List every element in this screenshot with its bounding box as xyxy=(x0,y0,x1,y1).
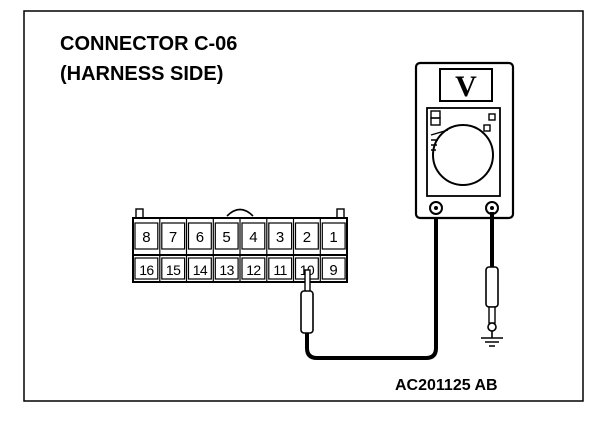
pin-number-label: 1 xyxy=(329,229,337,246)
pin-cell-bottom xyxy=(321,257,346,280)
connector-tab-right xyxy=(336,208,345,219)
pin-cell-bottom xyxy=(268,257,293,280)
ground-probe-tip xyxy=(488,306,496,324)
meter-switch-icon xyxy=(430,117,441,126)
pin-cell-top xyxy=(134,222,159,250)
ground-symbol-icon xyxy=(481,337,503,347)
positive-test-lead xyxy=(305,212,438,360)
pin-cell-bottom xyxy=(214,257,239,280)
range-selector-dial xyxy=(432,124,494,186)
pin-cell-top xyxy=(161,222,186,250)
pin-cell-top xyxy=(214,222,239,250)
pin-cell-bottom xyxy=(187,257,212,280)
pin-number-label: 14 xyxy=(193,262,208,278)
pin-number-label: 13 xyxy=(219,262,234,278)
pin-number-label: 15 xyxy=(166,262,181,278)
pin-cell-top xyxy=(294,222,319,250)
back-probe xyxy=(300,212,438,360)
pin-number-label: 2 xyxy=(303,229,311,246)
voltmeter: V xyxy=(414,61,515,220)
pin-number-label: 16 xyxy=(139,262,154,278)
pin-cell-bottom xyxy=(241,257,266,280)
pin-cell-bottom xyxy=(134,257,159,280)
range-markings xyxy=(430,129,449,151)
ground-clip xyxy=(487,322,497,332)
meter-indicator-icon xyxy=(483,124,491,132)
ground-probe xyxy=(481,212,503,347)
probe-handle xyxy=(300,290,314,334)
connector-latch xyxy=(226,208,254,217)
volt-jack-center xyxy=(490,206,494,210)
pin-number-label: 4 xyxy=(249,229,257,246)
ground-probe-handle xyxy=(485,266,499,308)
pin-number-label: 12 xyxy=(246,262,261,278)
pin-cell-top xyxy=(241,222,266,250)
com-jack-center xyxy=(434,206,438,210)
meter-display xyxy=(439,68,493,102)
figure-code: AC201125 AB xyxy=(395,377,498,394)
pin-cell-top xyxy=(187,222,212,250)
pin-number-label: 8 xyxy=(142,229,150,246)
meter-display-reading: V xyxy=(455,70,477,103)
pin-number-label: 3 xyxy=(276,229,284,246)
connector-c06: 87654321161514131211109 xyxy=(132,208,348,283)
connector-tab-left xyxy=(135,208,144,219)
pin-number-label: 9 xyxy=(329,262,337,279)
harness-side-caption: (HARNESS SIDE) xyxy=(60,63,223,85)
pin-cell-top xyxy=(268,222,293,250)
pin-cell-bottom xyxy=(161,257,186,280)
pin-cell-top xyxy=(321,222,346,250)
pin-number-label: 6 xyxy=(196,229,204,246)
probe-tip xyxy=(304,269,311,293)
meter-indicator-icon xyxy=(488,113,496,121)
pin-number-label: 7 xyxy=(169,229,177,246)
pin-number-label: 11 xyxy=(273,262,287,278)
diagram-frame xyxy=(23,10,584,402)
pin-number-label: 5 xyxy=(222,229,230,246)
connector-title: CONNECTOR C-06 xyxy=(60,33,237,55)
